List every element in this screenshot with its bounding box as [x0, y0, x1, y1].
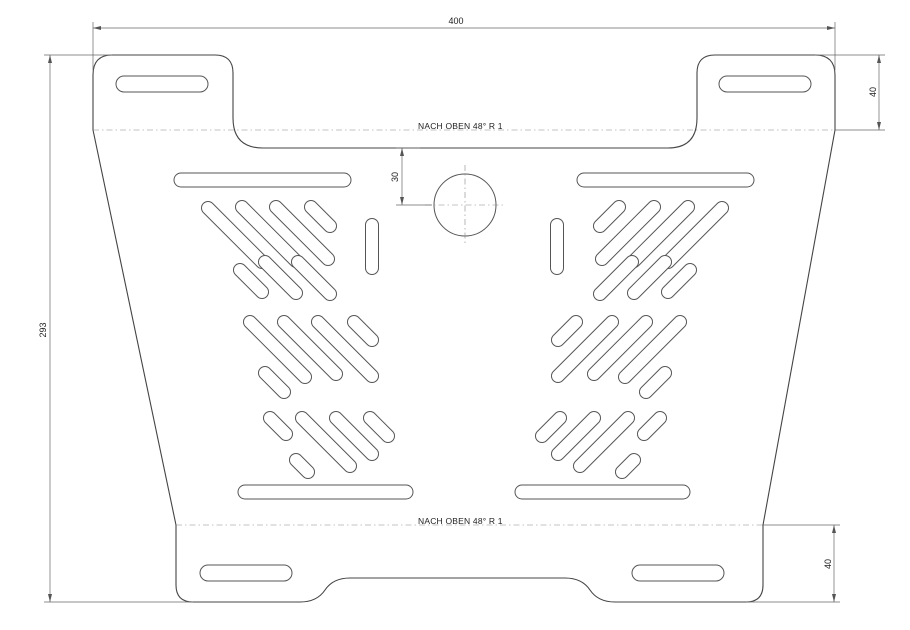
diagonal-slot-inner [296, 412, 356, 472]
diagonal-slot-inner [236, 201, 302, 267]
long-slot-top-left [173, 172, 352, 188]
diagonal-slot-inner [278, 316, 342, 380]
tab-slot-bottom-right [631, 564, 725, 582]
diagonal-slot-inner [330, 412, 378, 460]
diagonal-slot-inner [588, 316, 652, 380]
diagonal-slot-inner [552, 316, 618, 382]
diagonal-slot-inner [628, 256, 671, 299]
diagonal-slot-inner [619, 316, 686, 383]
diagonal-slot-inner [259, 256, 302, 299]
tab-slot-top-right [718, 75, 812, 93]
diagonal-slot-inner [628, 201, 694, 267]
diagonal-slot-inner [552, 412, 600, 460]
dim-tab-bottom-label: 40 [823, 559, 833, 569]
diagonal-slot-inner [594, 201, 625, 232]
diagonal-slot-inner [292, 256, 336, 300]
diagonal-slot-inner [259, 367, 290, 398]
diagonal-slot-inner [348, 316, 378, 346]
bend-note-top: NACH OBEN 48° R 1 [418, 121, 503, 131]
side-slot-right-lower-inner [725, 392, 753, 481]
dim-tab-top-label: 40 [868, 87, 878, 97]
diagonal-slot-inner [662, 202, 728, 268]
diagonal-slot-inner [244, 316, 311, 383]
tab-slot-bottom-left [199, 564, 293, 582]
diagonal-slot-inner [662, 264, 696, 298]
dim-tab-top-arrow-2 [877, 122, 881, 130]
diagonal-slot-pattern [201, 200, 729, 479]
diagonal-slot-inner [536, 412, 566, 442]
dim-tab-top-arrow-1 [877, 55, 881, 63]
dim-height-label: 293 [38, 322, 48, 337]
side-slot-left-upper-inner [131, 204, 161, 298]
diagonal-slot-inner [264, 412, 292, 440]
diagonal-slot-inner [364, 412, 394, 442]
dim-height-arrow-top [48, 55, 52, 63]
dim-hole-arrow-2 [400, 197, 404, 205]
dim-width-arrow-left [93, 26, 101, 30]
diagonal-slot-inner [594, 256, 638, 300]
dim-hole-arrow-1 [400, 148, 404, 156]
diagonal-slot-inner [312, 316, 378, 382]
dim-width-label: 400 [448, 16, 463, 26]
side-slot-left-lower-inner [173, 392, 201, 481]
dim-width-arrow-right [827, 26, 835, 30]
long-slot-bottom-left [237, 484, 414, 500]
diagonal-slot-inner [596, 201, 660, 265]
diagonal-slot-inner [290, 454, 314, 478]
dim-hole-label: 30 [390, 172, 400, 182]
tab-slot-top-left [115, 75, 209, 93]
dim-tab-bottom-arrow-2 [832, 594, 836, 602]
diagonal-slot-inner [552, 316, 582, 346]
long-slot-top-right [576, 172, 755, 188]
diagonal-slot-inner [234, 264, 268, 298]
diagonal-slot-inner [305, 201, 336, 232]
diagonal-slot-inner [638, 412, 666, 440]
diagonal-slot-inner [270, 201, 334, 265]
diagonal-slot-inner [574, 412, 634, 472]
dim-height-arrow-bottom [48, 594, 52, 602]
diagonal-slot-inner [616, 454, 640, 478]
bend-note-bottom: NACH OBEN 48° R 1 [418, 516, 503, 526]
diagonal-slot-inner [640, 367, 671, 398]
dim-tab-bottom-arrow-1 [832, 525, 836, 533]
diagonal-slot-inner [202, 202, 268, 268]
side-slot-right-upper-inner [766, 204, 795, 298]
long-slot-bottom-right [514, 484, 691, 500]
